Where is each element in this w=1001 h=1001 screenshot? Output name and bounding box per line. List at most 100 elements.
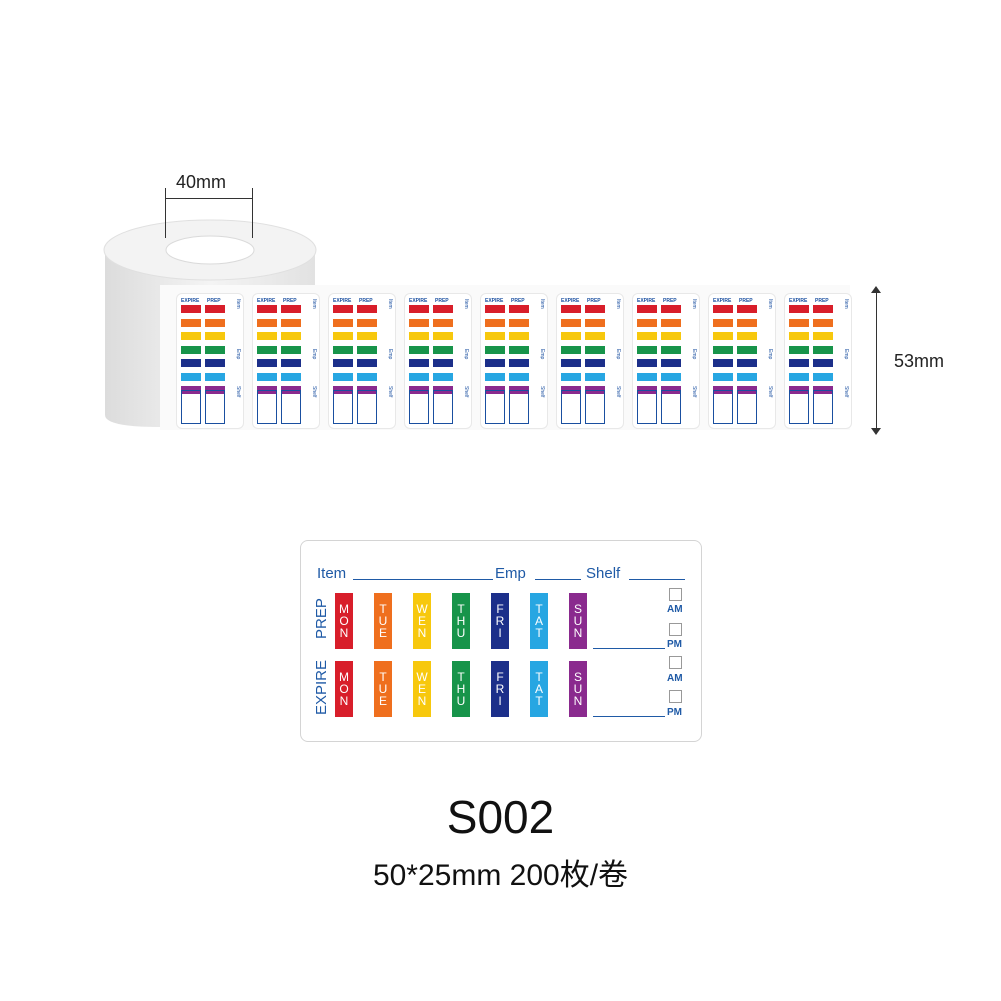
mini-day-cell — [181, 359, 201, 367]
mini-day-cell — [713, 305, 733, 313]
mini-day-cell — [205, 318, 225, 327]
mini-emp-label: Emp — [235, 349, 241, 360]
mini-day-cell — [205, 305, 225, 313]
mini-day-cell — [661, 305, 681, 313]
mini-prep-heading: PREP — [815, 298, 829, 304]
mini-day-cell — [585, 359, 605, 367]
mini-day-cell — [409, 372, 429, 381]
mini-expire-heading: EXPIRE — [181, 298, 200, 304]
mini-day-cell — [409, 359, 429, 367]
mini-shelf-label: Shelf — [843, 386, 849, 398]
mini-item-label: Item — [463, 299, 469, 309]
mini-day-cell — [737, 372, 757, 381]
mini-day-cell — [737, 305, 757, 313]
mini-shelf-label: Shelf — [463, 386, 469, 398]
mini-prep-heading: PREP — [435, 298, 449, 304]
mini-day-cell — [813, 305, 833, 313]
mini-day-cell — [357, 359, 377, 367]
shelf-header: Shelf — [586, 565, 621, 582]
prep-write-line — [593, 648, 665, 649]
mini-day-cell — [561, 359, 581, 367]
mini-write-box — [257, 390, 277, 424]
item-header: Item — [317, 565, 347, 582]
mini-day-cell — [561, 318, 581, 327]
mini-emp-label: Emp — [615, 349, 621, 360]
mini-day-cell — [813, 359, 833, 367]
mini-day-cell — [637, 318, 657, 327]
expire-am-checkbox[interactable] — [669, 656, 682, 669]
prep-title: PREP — [313, 598, 330, 639]
item-line — [353, 579, 493, 580]
mini-prep-heading: PREP — [207, 298, 221, 304]
mini-emp-label: Emp — [311, 349, 317, 360]
mini-day-cell — [561, 305, 581, 313]
mini-day-cell — [205, 345, 225, 354]
mini-day-cell — [737, 345, 757, 354]
mini-day-cell — [661, 372, 681, 381]
product-code: S002 — [446, 791, 555, 843]
expire-title: EXPIRE — [313, 659, 330, 715]
mini-expire-heading: EXPIRE — [789, 298, 808, 304]
mini-emp-label: Emp — [463, 349, 469, 360]
mini-expire-heading: EXPIRE — [561, 298, 580, 304]
prep-pm-checkbox[interactable] — [669, 623, 682, 636]
mini-day-cell — [357, 332, 377, 340]
mini-emp-label: Emp — [767, 349, 773, 360]
mini-shelf-label: Shelf — [615, 386, 621, 398]
mini-day-cell — [737, 318, 757, 327]
mini-write-box — [637, 390, 657, 424]
mini-day-cell — [485, 318, 505, 327]
mini-item-label: Item — [843, 299, 849, 309]
mini-shelf-label: Shelf — [767, 386, 773, 398]
prep-am-checkbox[interactable] — [669, 588, 682, 601]
mini-day-cell — [789, 332, 809, 340]
expire-pm-label: PM — [667, 707, 682, 718]
mini-day-cell — [509, 332, 529, 340]
mini-expire-heading: EXPIRE — [333, 298, 352, 304]
mini-day-cell — [409, 305, 429, 313]
expire-pm-checkbox[interactable] — [669, 690, 682, 703]
mini-day-cell — [713, 359, 733, 367]
mini-write-box — [485, 390, 505, 424]
mini-item-label: Item — [767, 299, 773, 309]
mini-day-cell — [661, 332, 681, 340]
mini-shelf-label: Shelf — [539, 386, 545, 398]
mini-day-cell — [333, 318, 353, 327]
mini-day-cell — [485, 345, 505, 354]
mini-write-box — [181, 390, 201, 424]
mini-write-box — [789, 390, 809, 424]
mini-day-cell — [257, 372, 277, 381]
mini-day-cell — [281, 372, 301, 381]
mini-write-box — [713, 390, 733, 424]
mini-day-cell — [813, 318, 833, 327]
mini-day-cell — [357, 345, 377, 354]
mini-write-box — [813, 390, 833, 424]
strip-height-label: 53mm — [894, 351, 945, 371]
mini-day-cell — [257, 345, 277, 354]
mini-day-cell — [257, 332, 277, 340]
mini-day-cell — [585, 372, 605, 381]
mini-day-cell — [357, 372, 377, 381]
mini-day-cell — [257, 359, 277, 367]
expire-am-label: AM — [667, 673, 683, 684]
expire-write-line — [593, 716, 665, 717]
mini-day-cell — [661, 359, 681, 367]
